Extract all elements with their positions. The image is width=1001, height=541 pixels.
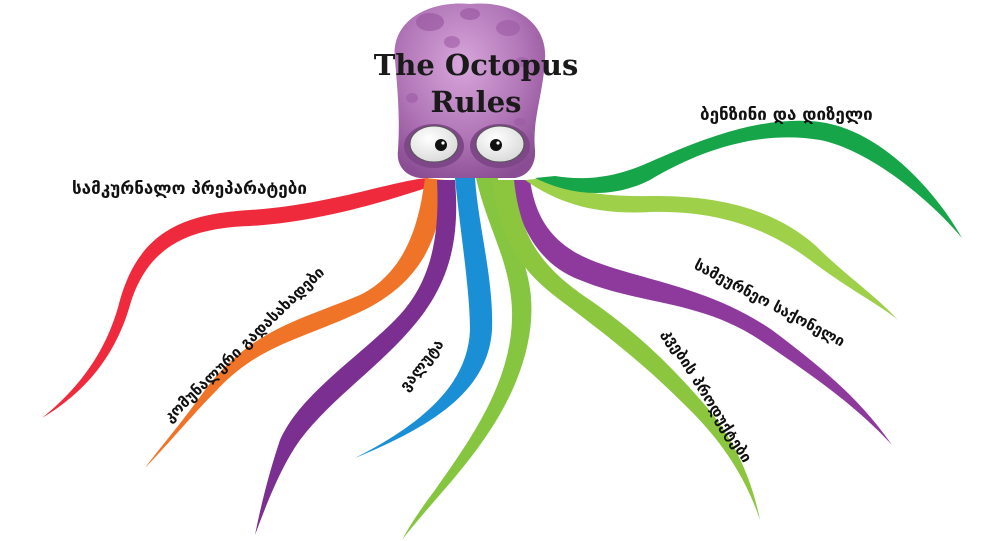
- label-food-products: კვების პროდუქტები: [659, 326, 756, 466]
- tentacle-green-right: [535, 120, 962, 238]
- label-utilities: კომუნალური გადასახადები: [160, 263, 328, 426]
- pupil-shine-left: [441, 141, 445, 145]
- head-spot: [496, 20, 520, 36]
- pupil-right: [490, 139, 502, 151]
- pupil-left: [435, 139, 447, 151]
- title-line-2: Rules: [431, 85, 522, 119]
- head-spot: [460, 8, 480, 20]
- tentacle-light-green: [525, 178, 898, 320]
- label-petrol-diesel: ბენზინი და დიზელი: [700, 105, 873, 125]
- pupil-shine-right: [496, 141, 500, 145]
- tentacle-blue: [355, 178, 493, 458]
- tentacle-purple-left: [255, 180, 457, 535]
- octopus-head: [394, 3, 546, 178]
- title-line-1: The Octopus: [374, 48, 579, 82]
- label-currency: ვალუტა: [396, 336, 447, 395]
- head-spot: [444, 36, 460, 48]
- label-medicines: სამკურნალო პრეპარატები: [72, 179, 307, 199]
- eye-left: [409, 125, 459, 163]
- head-spot: [515, 57, 529, 67]
- head-spot: [406, 93, 418, 103]
- tentacle-lime: [492, 180, 760, 520]
- tentacle-orange: [145, 178, 445, 468]
- tentacle-red: [42, 178, 432, 418]
- tentacle-purple-right: [510, 180, 892, 445]
- head-spot: [514, 118, 526, 126]
- head-spot: [416, 13, 444, 31]
- tentacles: [42, 120, 962, 540]
